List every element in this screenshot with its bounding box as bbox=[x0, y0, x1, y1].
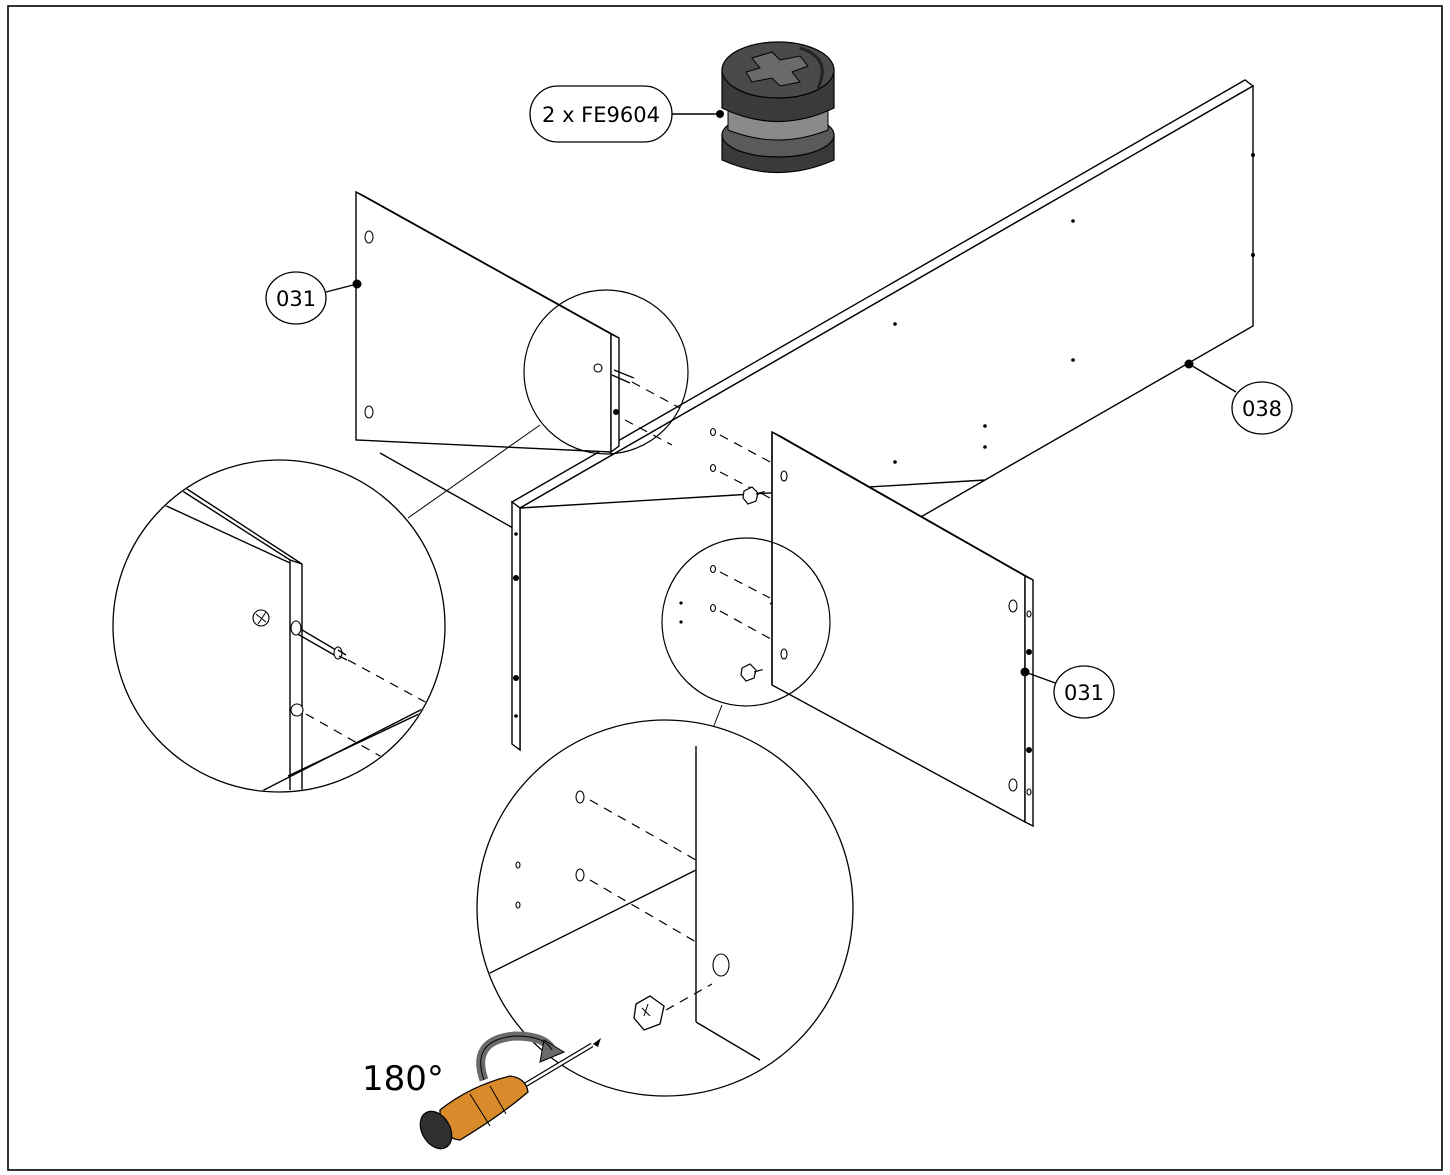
back-panel bbox=[510, 79, 1255, 750]
front-panel-edge bbox=[511, 500, 521, 752]
screwdriver-icon bbox=[419, 1038, 601, 1150]
dowel-holes-center bbox=[679, 427, 786, 682]
right-panel-callout: 031 bbox=[1020, 665, 1115, 719]
left-side-panel bbox=[355, 190, 681, 529]
rotation-angle-label: 180° bbox=[362, 1059, 444, 1099]
left-panel-callout: 031 bbox=[265, 271, 362, 325]
cam-lock-callout: 2 x FE9604 bbox=[529, 85, 724, 143]
cam-lock-fastener-icon bbox=[721, 41, 835, 173]
detail-circle-small-center bbox=[661, 537, 831, 707]
detail-circle-small-left bbox=[523, 289, 689, 455]
back-panel-callout: 038 bbox=[1184, 359, 1293, 435]
rotation-arrow-icon bbox=[476, 1031, 566, 1082]
detail-zoom-bottom bbox=[476, 719, 854, 1097]
page-frame bbox=[7, 5, 1443, 1171]
right-panel-label: 031 bbox=[1064, 681, 1104, 705]
right-side-panel bbox=[771, 430, 1034, 828]
detail-leader-left bbox=[407, 424, 541, 519]
detail-zoom-left bbox=[112, 459, 446, 793]
back-panel-label: 038 bbox=[1242, 397, 1282, 421]
left-panel-label: 031 bbox=[276, 287, 316, 311]
cam-lock-label: 2 x FE9604 bbox=[542, 103, 660, 127]
